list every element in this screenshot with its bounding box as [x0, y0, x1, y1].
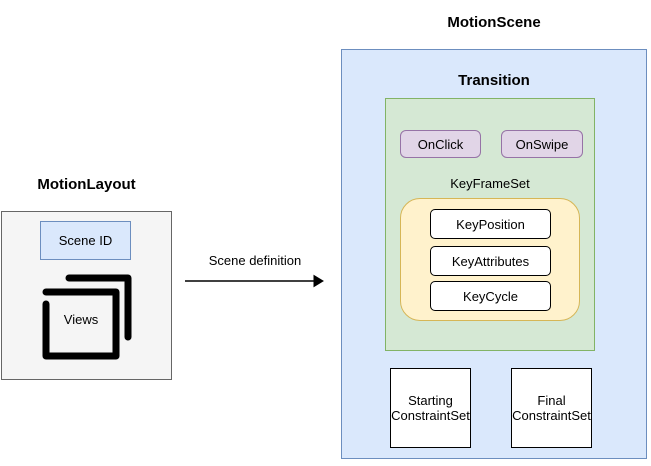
transition-title: Transition: [458, 72, 530, 89]
scene-id-box: Scene ID: [40, 221, 131, 260]
final-constraintset-line2: ConstraintSet: [512, 408, 591, 423]
views-label: Views: [63, 312, 99, 327]
keyframeset-label: KeyFrameSet: [450, 176, 530, 191]
onclick-label: OnClick: [417, 136, 464, 152]
motionscene-title: MotionScene: [447, 14, 541, 31]
final-constraintset-box: Final ConstraintSet: [511, 368, 592, 448]
views-icon: [42, 271, 134, 364]
keyattributes-label: KeyAttributes: [451, 253, 530, 269]
keyposition-box: KeyPosition: [430, 209, 551, 239]
scene-definition-arrow-label: Scene definition: [208, 253, 302, 268]
starting-constraintset-box: Starting ConstraintSet: [390, 368, 471, 448]
motionlayout-title: MotionLayout: [37, 176, 136, 193]
scene-id-label: Scene ID: [58, 233, 113, 248]
final-constraintset-line1: Final: [537, 393, 566, 408]
keycycle-box: KeyCycle: [430, 281, 551, 311]
keycycle-label: KeyCycle: [463, 288, 518, 304]
starting-constraintset-line2: ConstraintSet: [391, 408, 470, 423]
onclick-box: OnClick: [400, 130, 481, 158]
keyposition-label: KeyPosition: [456, 216, 525, 232]
scene-definition-arrow: [180, 270, 330, 292]
starting-constraintset-line1: Starting: [408, 393, 453, 408]
keyattributes-box: KeyAttributes: [430, 246, 551, 276]
onswipe-label: OnSwipe: [515, 136, 569, 152]
onswipe-box: OnSwipe: [501, 130, 583, 158]
